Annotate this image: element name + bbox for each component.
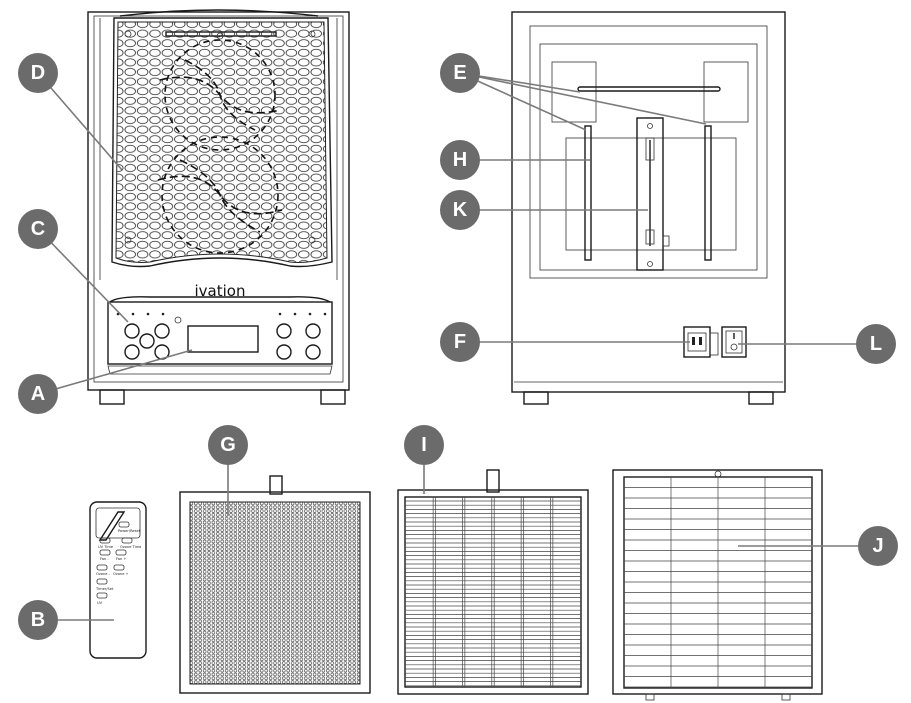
svg-text:J: J (872, 535, 883, 557)
remote-button[interactable] (99, 549, 111, 556)
control-button[interactable] (124, 323, 140, 339)
remote-label-timer: Timer/Set (95, 587, 114, 591)
svg-text:I: I (421, 434, 427, 456)
lcd-display (187, 325, 259, 353)
callout-E: E (440, 53, 480, 93)
prefilter-mesh (179, 475, 371, 694)
svg-text:K: K (453, 199, 468, 221)
remote-button[interactable] (115, 549, 127, 556)
control-button[interactable] (154, 323, 170, 339)
remote-control: Power/Reset UV Time Ozone Time Fan - Fan… (89, 501, 147, 659)
callout-badges: D C A B G I J E H K F L (18, 53, 898, 640)
remote-label-ozone-timer: Ozone Time (120, 545, 142, 549)
remote-label-fan-down: Fan - (100, 557, 109, 561)
callout-A: A (18, 374, 58, 414)
callout-I: I (404, 425, 444, 465)
control-button[interactable] (124, 344, 140, 360)
remote-label-uv: UV (97, 601, 103, 605)
uv-lamp-housing (636, 117, 664, 271)
control-panel (107, 296, 333, 375)
remote-button[interactable] (121, 537, 133, 544)
hepa-filter (397, 469, 589, 695)
svg-text:G: G (220, 434, 236, 456)
back-view (511, 11, 786, 405)
fan-silhouette-top (159, 39, 281, 151)
carbon-filter (612, 469, 823, 701)
remote-label-ozone-down: Ozone - (96, 572, 111, 576)
remote-button[interactable] (99, 537, 111, 544)
svg-text:E: E (453, 62, 466, 84)
remote-button[interactable] (96, 578, 108, 585)
svg-text:A: A (31, 383, 45, 405)
power-switch[interactable] (721, 326, 747, 358)
control-button[interactable] (276, 323, 292, 339)
brand-logo: ivation (195, 282, 246, 300)
remote-button[interactable] (113, 564, 125, 571)
svg-text:F: F (454, 331, 466, 353)
fan-silhouette-bottom (157, 136, 283, 254)
remote-label-power: Power/Reset (118, 529, 141, 533)
remote-label-fan-up: Fan + (116, 557, 126, 561)
callout-H: H (440, 140, 480, 180)
callout-G: G (208, 425, 248, 465)
remote-button[interactable] (96, 564, 108, 571)
control-button[interactable] (276, 344, 292, 360)
control-button[interactable] (305, 344, 321, 360)
callout-L: L (856, 324, 896, 364)
remote-label-ozone-up: Ozone + (113, 572, 129, 576)
callout-J: J (858, 526, 898, 566)
remote-button[interactable] (96, 592, 108, 599)
front-view: ivation (87, 9, 350, 405)
callout-F: F (440, 322, 480, 362)
callout-K: K (440, 190, 480, 230)
control-button[interactable] (139, 333, 155, 349)
callout-lines (37, 72, 878, 621)
svg-text:H: H (453, 149, 467, 171)
remote-button[interactable] (118, 521, 130, 528)
svg-text:B: B (31, 609, 45, 631)
svg-text:D: D (31, 62, 45, 84)
callout-C: C (18, 209, 58, 249)
callout-B: B (18, 600, 58, 640)
svg-text:C: C (31, 218, 45, 240)
control-button[interactable] (305, 323, 321, 339)
svg-text:L: L (870, 333, 882, 355)
remote-label-uv-timer: UV Time (98, 545, 114, 549)
front-grille (111, 17, 333, 268)
callout-D: D (18, 53, 58, 93)
